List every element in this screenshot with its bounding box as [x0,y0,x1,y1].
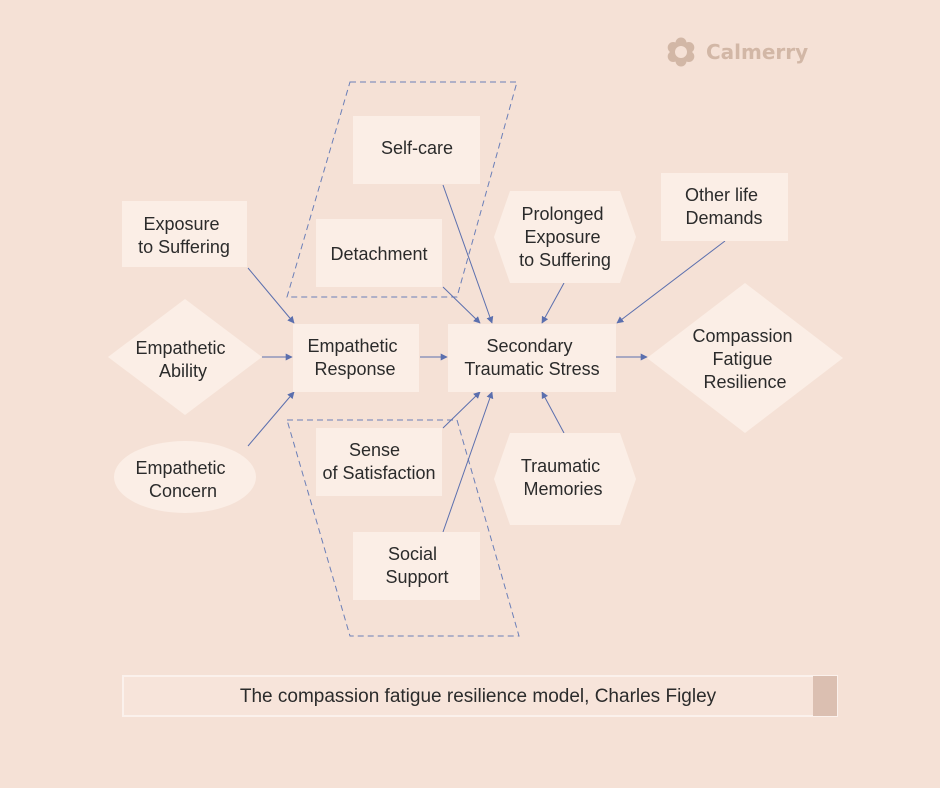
svg-text:Detachment: Detachment [330,244,427,264]
edge-selfcare-to-stress [442,184,494,324]
node-stress-line-1: Secondary [486,336,572,356]
node-social-support: Social Support [353,532,480,600]
node-concern-line-1: Empathetic [135,458,225,478]
caption-text: The compassion fatigue resilience model,… [240,686,717,707]
node-secondary-traumatic-stress: Secondary Traumatic Stress [448,324,616,392]
node-support-line-2: Support [385,567,448,587]
node-empathetic-concern: Empathetic Concern [114,441,256,513]
node-prolonged-exposure: Prolonged Exposure to Suffering [494,191,636,283]
node-prolonged-line-1: Prolonged [521,204,603,224]
node-ability-line-1: Empathetic [135,338,225,358]
brand-name: Calmerry [706,40,808,64]
svg-text:Social Support: Social Support [385,544,448,587]
node-exposure-to-suffering: Exposure to Suffering [122,201,247,267]
edge-concern-to-response [247,391,295,447]
node-detachment-line-1: Detachment [330,244,427,264]
node-concern-line-2: Concern [149,481,217,501]
node-empathetic-ability: Empathetic Ability [108,299,262,415]
edges [247,184,726,533]
edge-memories-to-stress [541,391,565,434]
node-response-line-2: Response [314,359,395,379]
edge-demands-to-stress [616,240,726,324]
svg-text:Sense of Satisfaction: Sense of Satisfaction [322,440,435,483]
svg-text:Compassion Fatigue: Compassion Fatigue Resilience [692,326,797,392]
node-traumatic-memories: Traumatic Memories [494,433,636,525]
edge-detachment-to-stress [442,286,481,324]
node-satisfaction-line-2: of Satisfaction [322,463,435,483]
svg-text:Other life Demands: Other life Demands [685,185,763,228]
svg-text:Self-care: Self-care [381,138,453,158]
svg-text:Empathetic Concern: Empathetic Concern [135,458,230,501]
node-exposure-line-2: to Suffering [138,237,230,257]
svg-text:Empathetic Ability: Empathetic Ability [135,338,230,381]
node-support-line-1: Social [388,544,437,564]
node-stress-line-2: Traumatic Stress [464,359,599,379]
bottom-dashed-group [286,419,520,637]
flower-icon [667,37,695,67]
caption-accent [813,676,837,716]
svg-text:Traumatic Memories: Traumatic Memories [521,456,605,499]
node-other-life-demands: Other life Demands [661,173,788,241]
svg-text:Exposure to Suffering: Exposure to Suffering [138,214,230,257]
node-memories-line-1: Traumatic [521,456,600,476]
caption-bar: The compassion fatigue resilience model,… [122,675,838,717]
edge-prolonged-to-stress [541,282,565,324]
node-detachment: Detachment [316,219,442,287]
node-demands-line-2: Demands [685,208,762,228]
node-exposure-line-1: Exposure [143,214,219,234]
top-dashed-group [286,81,518,298]
node-compassion-fatigue-resilience: Compassion Fatigue Resilience [647,283,843,433]
brand-logo: Calmerry [667,37,808,67]
svg-text:Secondary Traumatic St: Secondary Traumatic Stress [464,336,599,379]
nodes: Self-care Exposure to Suffering Detachme… [108,116,843,600]
node-self-care-line-1: Self-care [381,138,453,158]
node-satisfaction-line-1: Sense [349,440,400,460]
svg-text:Empathetic Response: Empathetic Response [307,336,402,379]
node-response-line-1: Empathetic [307,336,397,356]
node-prolonged-line-3: to Suffering [519,250,611,270]
edge-satisfaction-to-stress [442,391,481,429]
node-sense-of-satisfaction: Sense of Satisfaction [316,428,442,496]
node-self-care: Self-care [353,116,480,184]
node-demands-line-1: Other life [685,185,758,205]
node-resilience-line-3: Resilience [703,372,786,392]
svg-text:Prolonged Exposure: Prolonged Exposure to Suffering [519,204,611,270]
edge-exposure-to-response [247,267,295,324]
node-empathetic-response: Empathetic Response [293,324,419,392]
node-prolonged-line-2: Exposure [524,227,600,247]
edge-support-to-stress [442,391,494,533]
node-memories-line-2: Memories [523,479,602,499]
node-ability-line-2: Ability [159,361,207,381]
node-resilience-line-1: Compassion [692,326,792,346]
node-resilience-line-2: Fatigue [712,349,772,369]
